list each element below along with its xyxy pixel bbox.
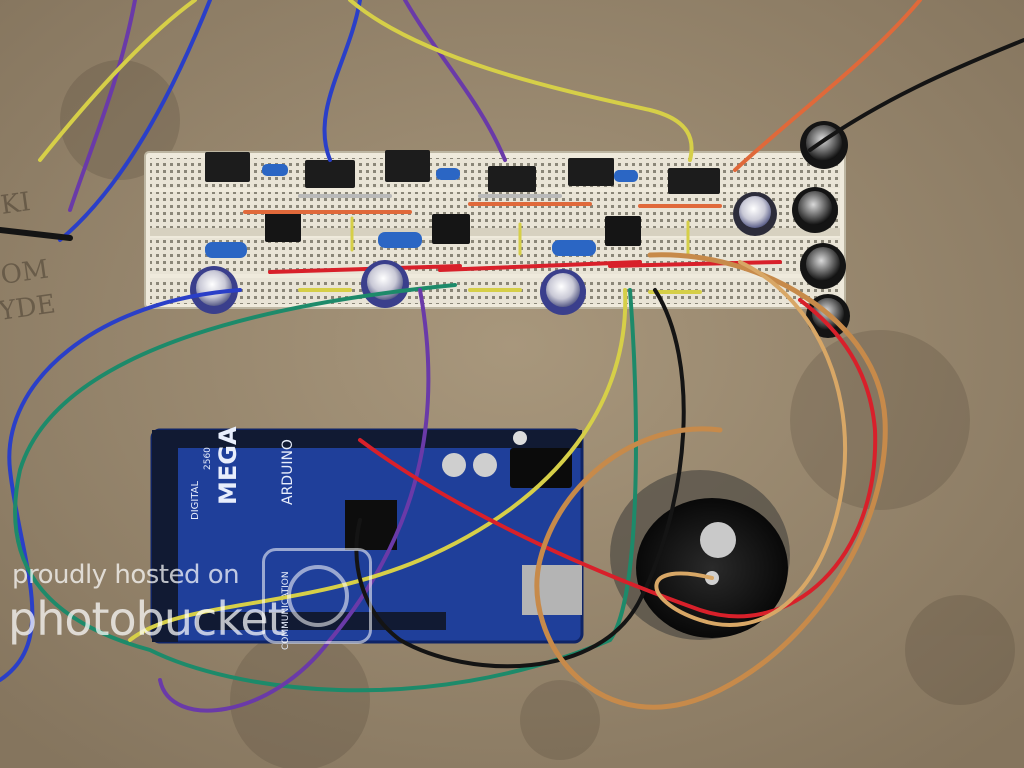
board-label-communication: COMMUNICATION [281,571,291,650]
breadboard-jumpers [243,194,782,294]
wire-purple-center [403,0,507,162]
wire-blue-center [322,0,362,162]
wire-yellow-top [38,0,197,162]
wires [0,0,1024,713]
wire-purple-top [68,0,137,212]
wire-blue-left [0,288,242,682]
wire-purple-bottom [158,288,431,713]
wire-blue-top [58,0,212,242]
board-label-digital: DIGITAL [190,480,201,520]
wire-copper-loop-1 [534,252,888,710]
wire-green-left [13,283,638,693]
bench-text-2: OM [0,255,50,291]
film-capacitors [205,164,638,258]
wire-copper-loop-2 [654,260,848,627]
board-label-arduino: ARDUINO [280,439,296,505]
ic-chips [265,212,641,246]
wire-orange-right [733,0,922,172]
speaker [610,470,790,640]
board-label-mega: MEGA [214,426,242,505]
bench-text-1: KI [0,187,32,221]
voltage-regulators [205,150,720,194]
wire-black-left-jumpers [0,227,73,241]
wire-black-right [808,38,1024,152]
arduino-mega-board: MEGA ARDUINO DIGITAL COMMUNICATION 2560 [150,426,584,650]
board-label-model: 2560 [203,447,213,470]
wire-yellow-bottom [128,288,628,642]
wire-yellow-center [348,0,694,162]
